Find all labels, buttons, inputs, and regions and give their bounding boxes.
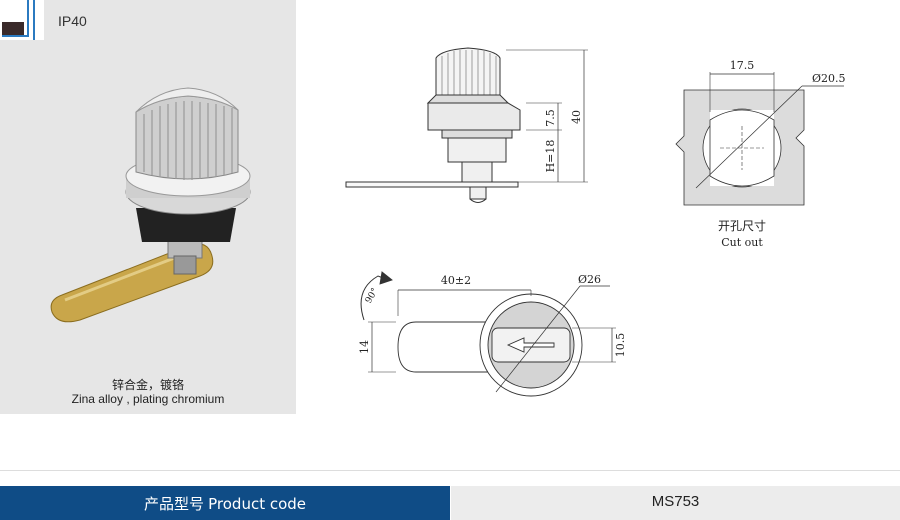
- dim-length-40pm2: 40±2: [441, 274, 471, 287]
- ip-rating-label: IP40: [58, 13, 87, 29]
- footer-divider: [0, 470, 900, 471]
- dim-width-14: 14: [358, 340, 371, 354]
- material-english: Zina alloy , plating chromium: [71, 392, 225, 406]
- product-photo-panel: IP40 锌合金，镀铬 Zina alloy , plating chromiu…: [0, 0, 296, 414]
- cutout-view: [675, 72, 844, 206]
- cutout-label-chinese: 开孔尺寸: [718, 219, 766, 233]
- cam-lock-photo: [50, 87, 251, 323]
- corner-logo-mark: [0, 0, 44, 40]
- dim-height-40: 40: [570, 110, 583, 124]
- cutout-label-english: Cut out: [721, 236, 763, 249]
- product-code-label-chinese: 产品型号: [143, 495, 204, 513]
- rotation-angle-label: 90°: [364, 287, 381, 306]
- dim-height-h18: H=18: [544, 140, 557, 173]
- front-view: [360, 271, 616, 397]
- product-code-label-bar: [0, 486, 450, 520]
- dim-width-17-5: 17.5: [730, 59, 755, 72]
- dim-diameter-20-5: Ø20.5: [812, 72, 846, 85]
- side-view: [345, 47, 588, 203]
- product-code-value-bar: [451, 486, 900, 520]
- product-code-value: MS753: [651, 493, 700, 510]
- technical-drawing: 7.5 40 H=18 17.5 Ø20.5 开孔尺寸 Cut out: [345, 47, 846, 397]
- dim-diameter-26: Ø26: [578, 273, 601, 286]
- material-chinese: 锌合金，镀铬: [111, 378, 184, 392]
- product-code-label-english: Product code: [208, 495, 307, 513]
- product-code-label: 产品型号 Product code: [0, 493, 450, 514]
- dim-width-10-5: 10.5: [614, 333, 627, 358]
- dim-height-7-5: 7.5: [544, 109, 557, 127]
